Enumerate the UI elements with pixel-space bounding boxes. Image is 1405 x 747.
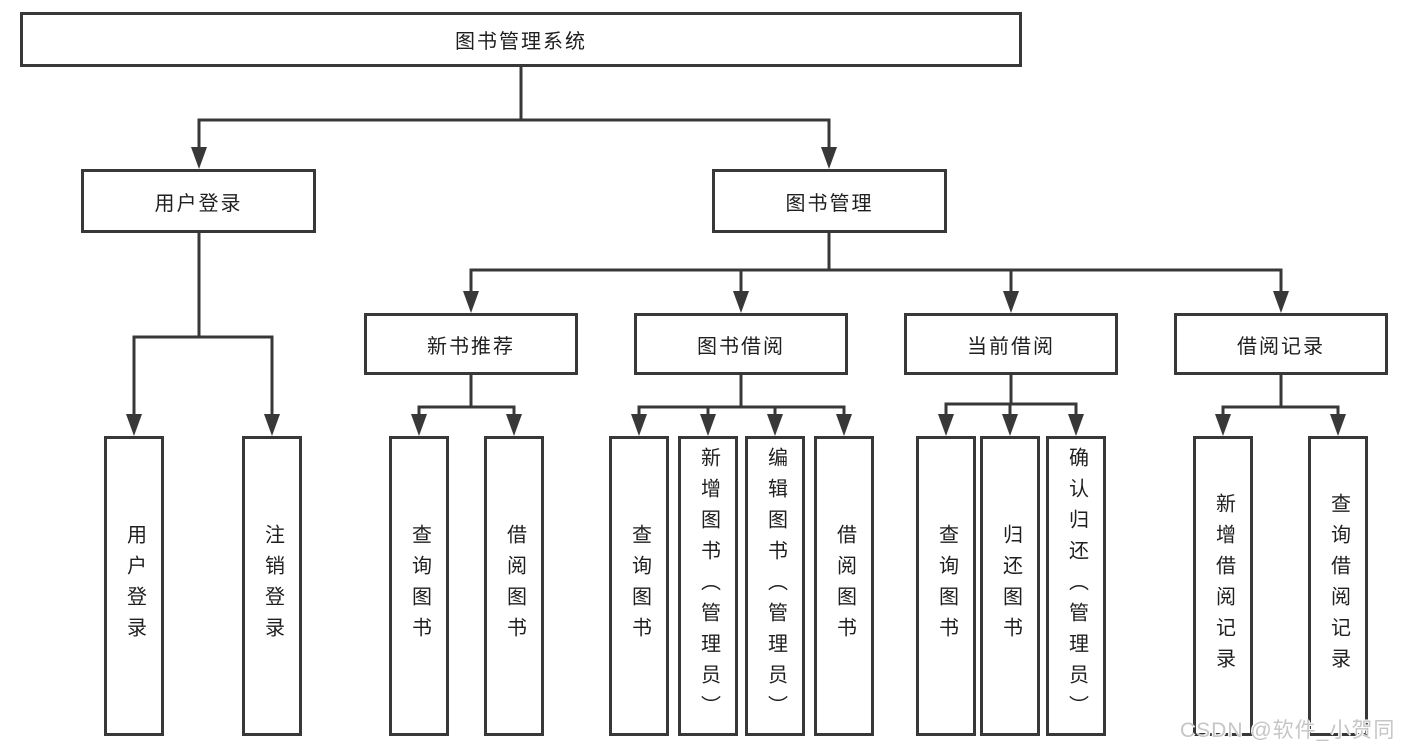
node-label: 图书管理 bbox=[785, 192, 874, 215]
arrowheads-current-borrow-leaves bbox=[938, 414, 1084, 436]
connector-current-borrow-branch bbox=[944, 375, 1078, 416]
node-label: 用户登录 bbox=[123, 524, 146, 648]
node-label: 新增图书（管理员） bbox=[697, 446, 720, 726]
node-label: 查询图书 bbox=[628, 524, 651, 648]
connector-borrow-records-branch bbox=[1221, 375, 1340, 416]
node-borrow-records: 借阅记录 bbox=[1174, 313, 1388, 375]
leaf-borrow-book-recommend: 借阅图书 bbox=[484, 436, 544, 736]
arrowheads-new-book-leaves bbox=[411, 414, 522, 436]
node-library-management-system: 图书管理系统 bbox=[20, 12, 1022, 67]
connector-book-mgmt-to-level3 bbox=[469, 231, 1283, 293]
leaf-confirm-return-admin: 确认归还（管理员） bbox=[1046, 436, 1106, 736]
node-new-book-recommend: 新书推荐 bbox=[364, 313, 578, 375]
arrowheads-level3 bbox=[463, 291, 1289, 313]
leaf-edit-book-admin: 编辑图书（管理员） bbox=[745, 436, 805, 736]
node-label: 新增借阅记录 bbox=[1212, 493, 1235, 679]
leaf-borrow-book: 借阅图书 bbox=[814, 436, 874, 736]
node-label: 查询借阅记录 bbox=[1327, 493, 1350, 679]
node-label: 注销登录 bbox=[261, 524, 284, 648]
node-label: 归还图书 bbox=[999, 524, 1022, 648]
connector-root-to-level2 bbox=[197, 65, 831, 149]
node-label: 用户登录 bbox=[154, 192, 243, 215]
node-book-management: 图书管理 bbox=[712, 169, 947, 233]
node-current-borrow: 当前借阅 bbox=[904, 313, 1118, 375]
node-label: 编辑图书（管理员） bbox=[764, 446, 787, 726]
leaf-add-borrow-record: 新增借阅记录 bbox=[1193, 436, 1253, 736]
node-label: 借阅图书 bbox=[833, 524, 856, 648]
node-book-borrow: 图书借阅 bbox=[634, 313, 848, 375]
leaf-add-book-admin: 新增图书（管理员） bbox=[678, 436, 738, 736]
arrowheads-level2 bbox=[191, 147, 837, 169]
leaf-query-book-borrow: 查询图书 bbox=[609, 436, 669, 736]
node-label: 确认归还（管理员） bbox=[1065, 446, 1088, 726]
connector-new-book-branch bbox=[417, 375, 516, 416]
csdn-watermark: CSDN @软件_小贺同学 bbox=[1180, 719, 1396, 742]
arrowheads-book-borrow-leaves bbox=[631, 414, 852, 436]
node-label: 当前借阅 bbox=[967, 335, 1055, 358]
node-label: 图书借阅 bbox=[697, 335, 785, 358]
node-label: 查询图书 bbox=[935, 524, 958, 648]
connector-book-borrow-branch bbox=[637, 375, 846, 416]
leaf-user-login: 用户登录 bbox=[104, 436, 164, 736]
leaf-return-book: 归还图书 bbox=[980, 436, 1040, 736]
leaf-query-book-current: 查询图书 bbox=[916, 436, 976, 736]
connector-user-login-branch bbox=[132, 231, 274, 416]
leaf-query-borrow-record: 查询借阅记录 bbox=[1308, 436, 1368, 736]
leaf-query-book-recommend: 查询图书 bbox=[389, 436, 449, 736]
node-label: 查询图书 bbox=[408, 524, 431, 648]
leaf-logout: 注销登录 bbox=[242, 436, 302, 736]
arrowheads-user-login-leaves bbox=[126, 414, 280, 436]
node-label: 新书推荐 bbox=[427, 335, 515, 358]
node-label: 借阅图书 bbox=[503, 524, 526, 648]
node-label: 图书管理系统 bbox=[455, 31, 587, 53]
arrowheads-borrow-records-leaves bbox=[1215, 414, 1346, 436]
node-label: 借阅记录 bbox=[1237, 335, 1325, 358]
node-user-login-branch: 用户登录 bbox=[81, 169, 316, 233]
